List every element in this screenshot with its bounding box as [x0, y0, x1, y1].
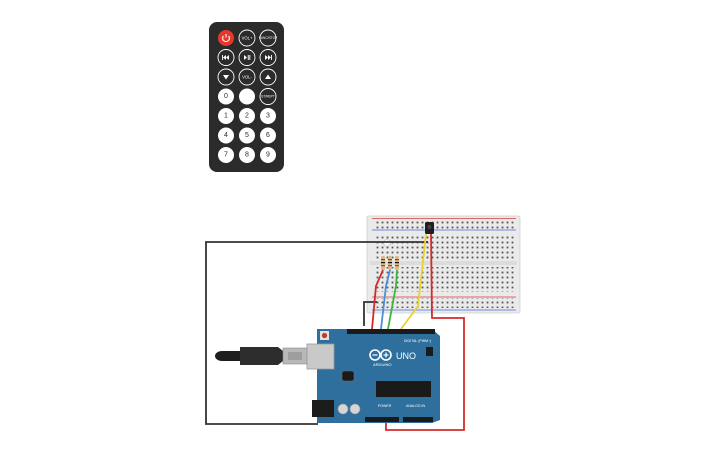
atmega-chip [376, 381, 431, 397]
wire-yellow-ir-signal[interactable] [400, 233, 427, 330]
eq-button[interactable]: EQ [239, 88, 255, 105]
arduino-usb-port[interactable] [306, 343, 335, 370]
analog-header [403, 417, 433, 422]
down-button[interactable] [217, 68, 235, 86]
digit-4-button-label: 4 [224, 132, 228, 139]
play-pause-button[interactable] [238, 49, 256, 66]
arduino-brand-text: ARDUINO [373, 362, 391, 367]
triangle-down-icon [223, 75, 229, 80]
capacitor-1 [337, 403, 349, 415]
ir-receiver[interactable] [425, 222, 434, 234]
skip-back-icon [222, 55, 229, 60]
top-rail-holes [376, 219, 514, 229]
digit-1-button-label: 1 [224, 113, 228, 120]
resistor-3[interactable] [395, 256, 399, 270]
digit-2-button-label: 2 [245, 113, 249, 120]
wire-black-gnd[interactable] [363, 301, 377, 326]
up-button[interactable] [259, 68, 277, 86]
vol-down-button-label: VOL- [242, 75, 252, 80]
wire-red-led[interactable] [371, 269, 384, 330]
ir-remote[interactable]: VOL+ FUNC/STOP VOL- 0 EQ ST/REPT 1 2 3 4 5 6 7 8 9 [209, 22, 284, 172]
usb-chip [341, 370, 355, 382]
usb-cable[interactable] [215, 347, 308, 365]
digit-0-button[interactable]: 0 [218, 88, 234, 105]
wire-blue-led[interactable] [380, 269, 391, 330]
power-icon [222, 34, 230, 43]
next-button[interactable] [259, 49, 277, 66]
analog-label: ANALOG IN [406, 404, 426, 408]
digital-header [347, 329, 435, 334]
power-button[interactable] [218, 30, 234, 46]
func-stop-button[interactable]: FUNC/STOP [259, 29, 277, 47]
vol-up-button[interactable]: VOL+ [238, 29, 256, 47]
triangle-up-icon [265, 74, 271, 79]
vol-up-button-label: VOL+ [242, 36, 253, 41]
func-stop-button-label: FUNC/STOP [259, 36, 277, 40]
resistor-2[interactable] [388, 256, 392, 270]
rgb-led[interactable] [383, 239, 391, 247]
digit-4-button[interactable]: 4 [218, 127, 234, 144]
wire-black-ground-loop[interactable] [205, 241, 428, 425]
digit-9-button-label: 9 [266, 152, 270, 159]
eq-button-label: EQ [243, 94, 252, 100]
prev-button[interactable] [217, 49, 235, 66]
capacitor-2 [349, 403, 361, 415]
digital-label: DIGITAL (PWM~) [404, 339, 431, 343]
digit-7-button[interactable]: 7 [218, 147, 234, 163]
st-rept-button[interactable]: ST/REPT [259, 88, 277, 105]
bottom-rail-holes [376, 298, 514, 308]
digit-2-button[interactable]: 2 [239, 108, 255, 124]
arduino-logo [369, 349, 392, 361]
upper-terminal-holes [376, 234, 514, 259]
digit-8-button[interactable]: 8 [239, 147, 255, 163]
center-channel [370, 261, 517, 265]
arduino-board [317, 329, 440, 423]
wire-green-led[interactable] [387, 269, 398, 330]
digit-3-button-label: 3 [266, 113, 270, 120]
wires [205, 233, 465, 431]
power-header [365, 417, 399, 422]
digit-6-button-label: 6 [266, 132, 270, 139]
digit-0-button-label: 0 [224, 93, 228, 100]
digit-9-button[interactable]: 9 [260, 147, 276, 163]
digit-5-button[interactable]: 5 [239, 127, 255, 144]
play-pause-icon [244, 55, 251, 60]
vol-down-button[interactable]: VOL- [238, 68, 256, 86]
digit-7-button-label: 7 [224, 152, 228, 159]
icsp-header [426, 347, 433, 356]
digit-6-button[interactable]: 6 [260, 127, 276, 144]
arduino-uno[interactable]: DIGITAL (PWM~) UNO ARDUINO POWER ANALOG … [306, 329, 440, 423]
uno-logo-text: UNO [396, 351, 416, 361]
digit-5-button-label: 5 [245, 132, 249, 139]
breadboard[interactable] [366, 215, 521, 314]
digit-3-button[interactable]: 3 [260, 108, 276, 124]
arduino-power-jack[interactable] [312, 400, 334, 417]
reset-button-cap[interactable] [321, 332, 328, 339]
lower-terminal-holes [376, 267, 514, 292]
digit-8-button-label: 8 [245, 152, 249, 159]
power-label: POWER [378, 404, 392, 408]
st-rept-button-label: ST/REPT [261, 95, 275, 99]
wire-red-vcc[interactable] [385, 233, 465, 431]
resistor-1[interactable] [381, 256, 385, 270]
skip-forward-icon [265, 55, 272, 60]
digit-1-button[interactable]: 1 [218, 108, 234, 124]
